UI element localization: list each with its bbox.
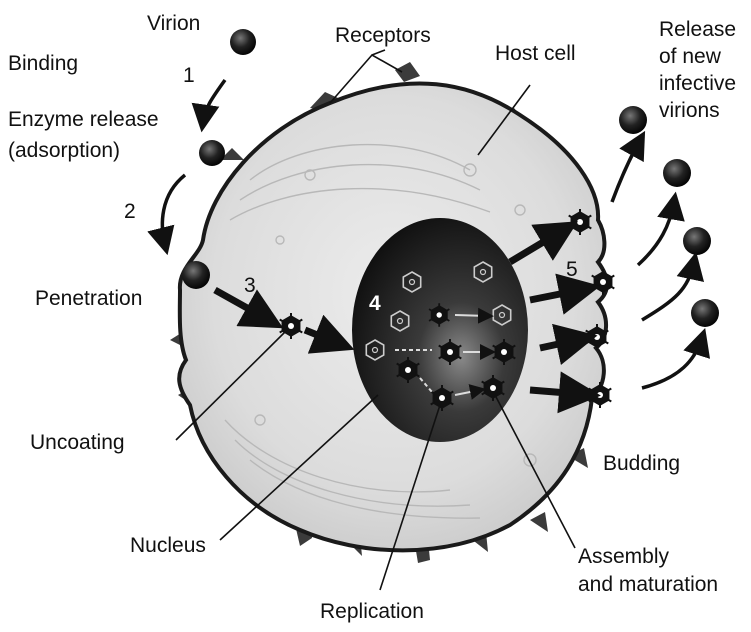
virion-attached xyxy=(199,140,225,166)
label-enzyme-release-line2: (adsorption) xyxy=(8,139,120,162)
virion-free xyxy=(230,29,256,55)
label-host-cell: Host cell xyxy=(495,42,576,65)
step-number-3: 3 xyxy=(244,274,256,297)
label-release-line1: Release xyxy=(659,18,736,41)
step-number-2: 2 xyxy=(124,200,136,223)
label-budding: Budding xyxy=(603,452,680,475)
virion-released-3 xyxy=(683,227,711,255)
label-virion: Virion xyxy=(147,12,200,35)
label-release-line4: virions xyxy=(659,99,720,122)
label-uncoating: Uncoating xyxy=(30,431,125,454)
label-binding: Binding xyxy=(8,52,78,75)
label-release-line3: infective xyxy=(659,72,736,95)
virion-released-4 xyxy=(691,299,719,327)
label-release-line2: of new xyxy=(659,45,722,68)
label-assembly-line2: and maturation xyxy=(578,573,718,596)
step-number-5: 5 xyxy=(566,258,578,281)
label-assembly-line1: Assembly xyxy=(578,545,670,568)
virion-penetrating xyxy=(182,261,210,289)
step-number-1: 1 xyxy=(183,64,195,87)
label-penetration: Penetration xyxy=(35,287,142,310)
label-replication: Replication xyxy=(320,600,424,623)
label-nucleus: Nucleus xyxy=(130,534,206,557)
step-number-4: 4 xyxy=(369,292,381,315)
virion-released-2 xyxy=(663,159,691,187)
label-enzyme-release-line1: Enzyme release xyxy=(8,108,159,131)
label-receptors: Receptors xyxy=(335,24,431,47)
virion-released-1 xyxy=(619,106,647,134)
